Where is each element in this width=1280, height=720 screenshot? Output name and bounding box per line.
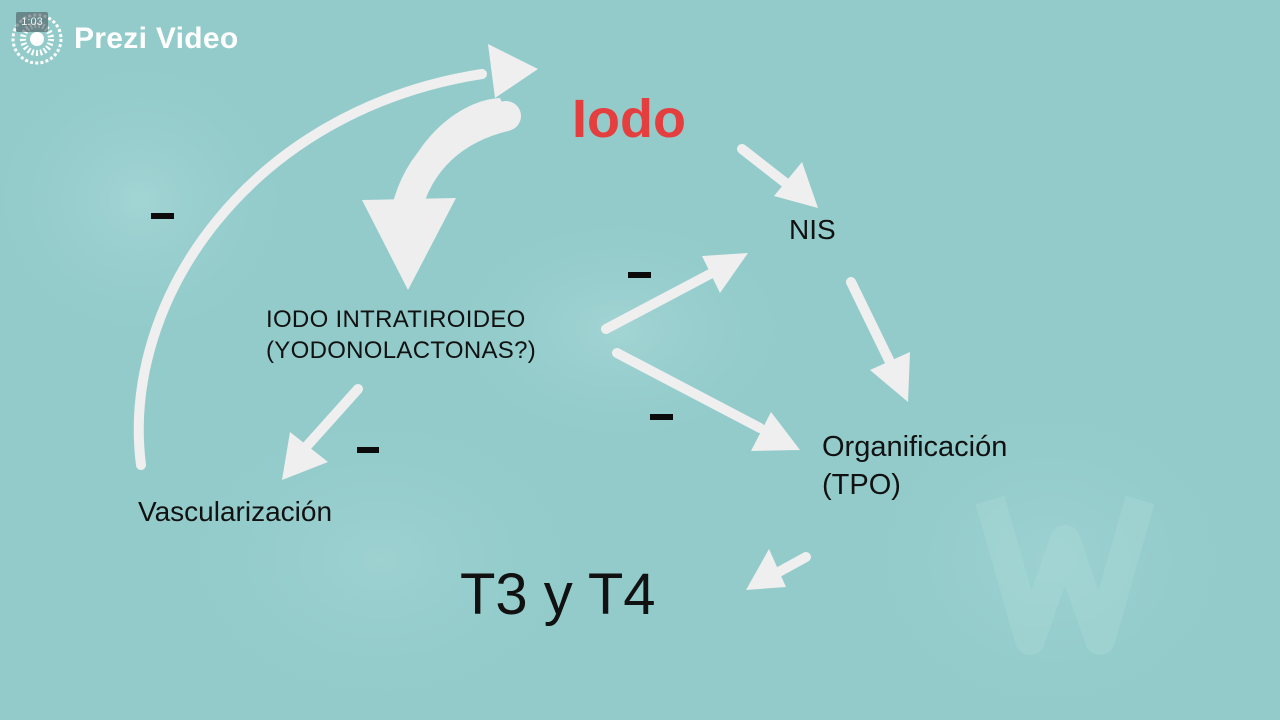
node-vascularizacion: Vascularización [138, 496, 333, 527]
node-iodo-intratiroideo-line2: (YODONOLACTONAS?) [266, 337, 537, 364]
intratiroideo-to-organificacion-arrowhead [751, 412, 800, 451]
brand-watermark: Prezi Video [10, 13, 239, 65]
video-timestamp: 1:03 [16, 12, 48, 32]
inhibition-sign-organificacion [650, 414, 673, 420]
organificacion-to-t3t4-arrowhead [746, 549, 786, 590]
node-organificacion-line2: (TPO) [822, 469, 901, 501]
iodo-to-nis-arrow [737, 144, 797, 193]
node-t3-t4: T3 y T4 [460, 562, 656, 627]
intratiroideo-to-nis-arrowhead [702, 253, 748, 293]
iodo-to-intratiroideo-shaft [391, 101, 521, 227]
nis-to-organificacion-arrow [846, 277, 894, 365]
intratiroideo-to-vascularizacion-arrow [301, 384, 363, 452]
brand-name: Prezi Video [74, 22, 239, 55]
organificacion-to-t3t4-arrow [770, 552, 811, 579]
node-organificacion: Organificación (TPO) [822, 428, 1007, 504]
prezi-logo-icon [11, 13, 63, 65]
node-nis: NIS [789, 214, 836, 245]
nis-to-organificacion-arrowhead [870, 352, 910, 402]
node-organificacion-line1: Organificación [822, 431, 1008, 463]
feedback-arc-arrow [133, 69, 487, 470]
intratiroideo-to-organificacion-arrow [612, 348, 765, 433]
inhibition-sign-vascularizacion [357, 447, 379, 453]
iodo-to-intratiroideo-arrowhead [362, 198, 456, 290]
feedback-arc-arrowhead [488, 44, 538, 98]
intratiroideo-to-nis-arrow [601, 268, 717, 334]
node-iodo: Iodo [572, 89, 686, 149]
node-iodo-intratiroideo-line1: IODO INTRATIROIDEO [266, 306, 526, 333]
iodo-to-nis-arrowhead [774, 162, 818, 208]
node-iodo-intratiroideo: IODO INTRATIROIDEO (YODONOLACTONAS?) [266, 304, 536, 366]
inhibition-sign-feedback [151, 213, 174, 219]
inhibition-sign-nis [628, 272, 651, 278]
intratiroideo-to-vascularizacion-arrowhead [282, 432, 328, 480]
